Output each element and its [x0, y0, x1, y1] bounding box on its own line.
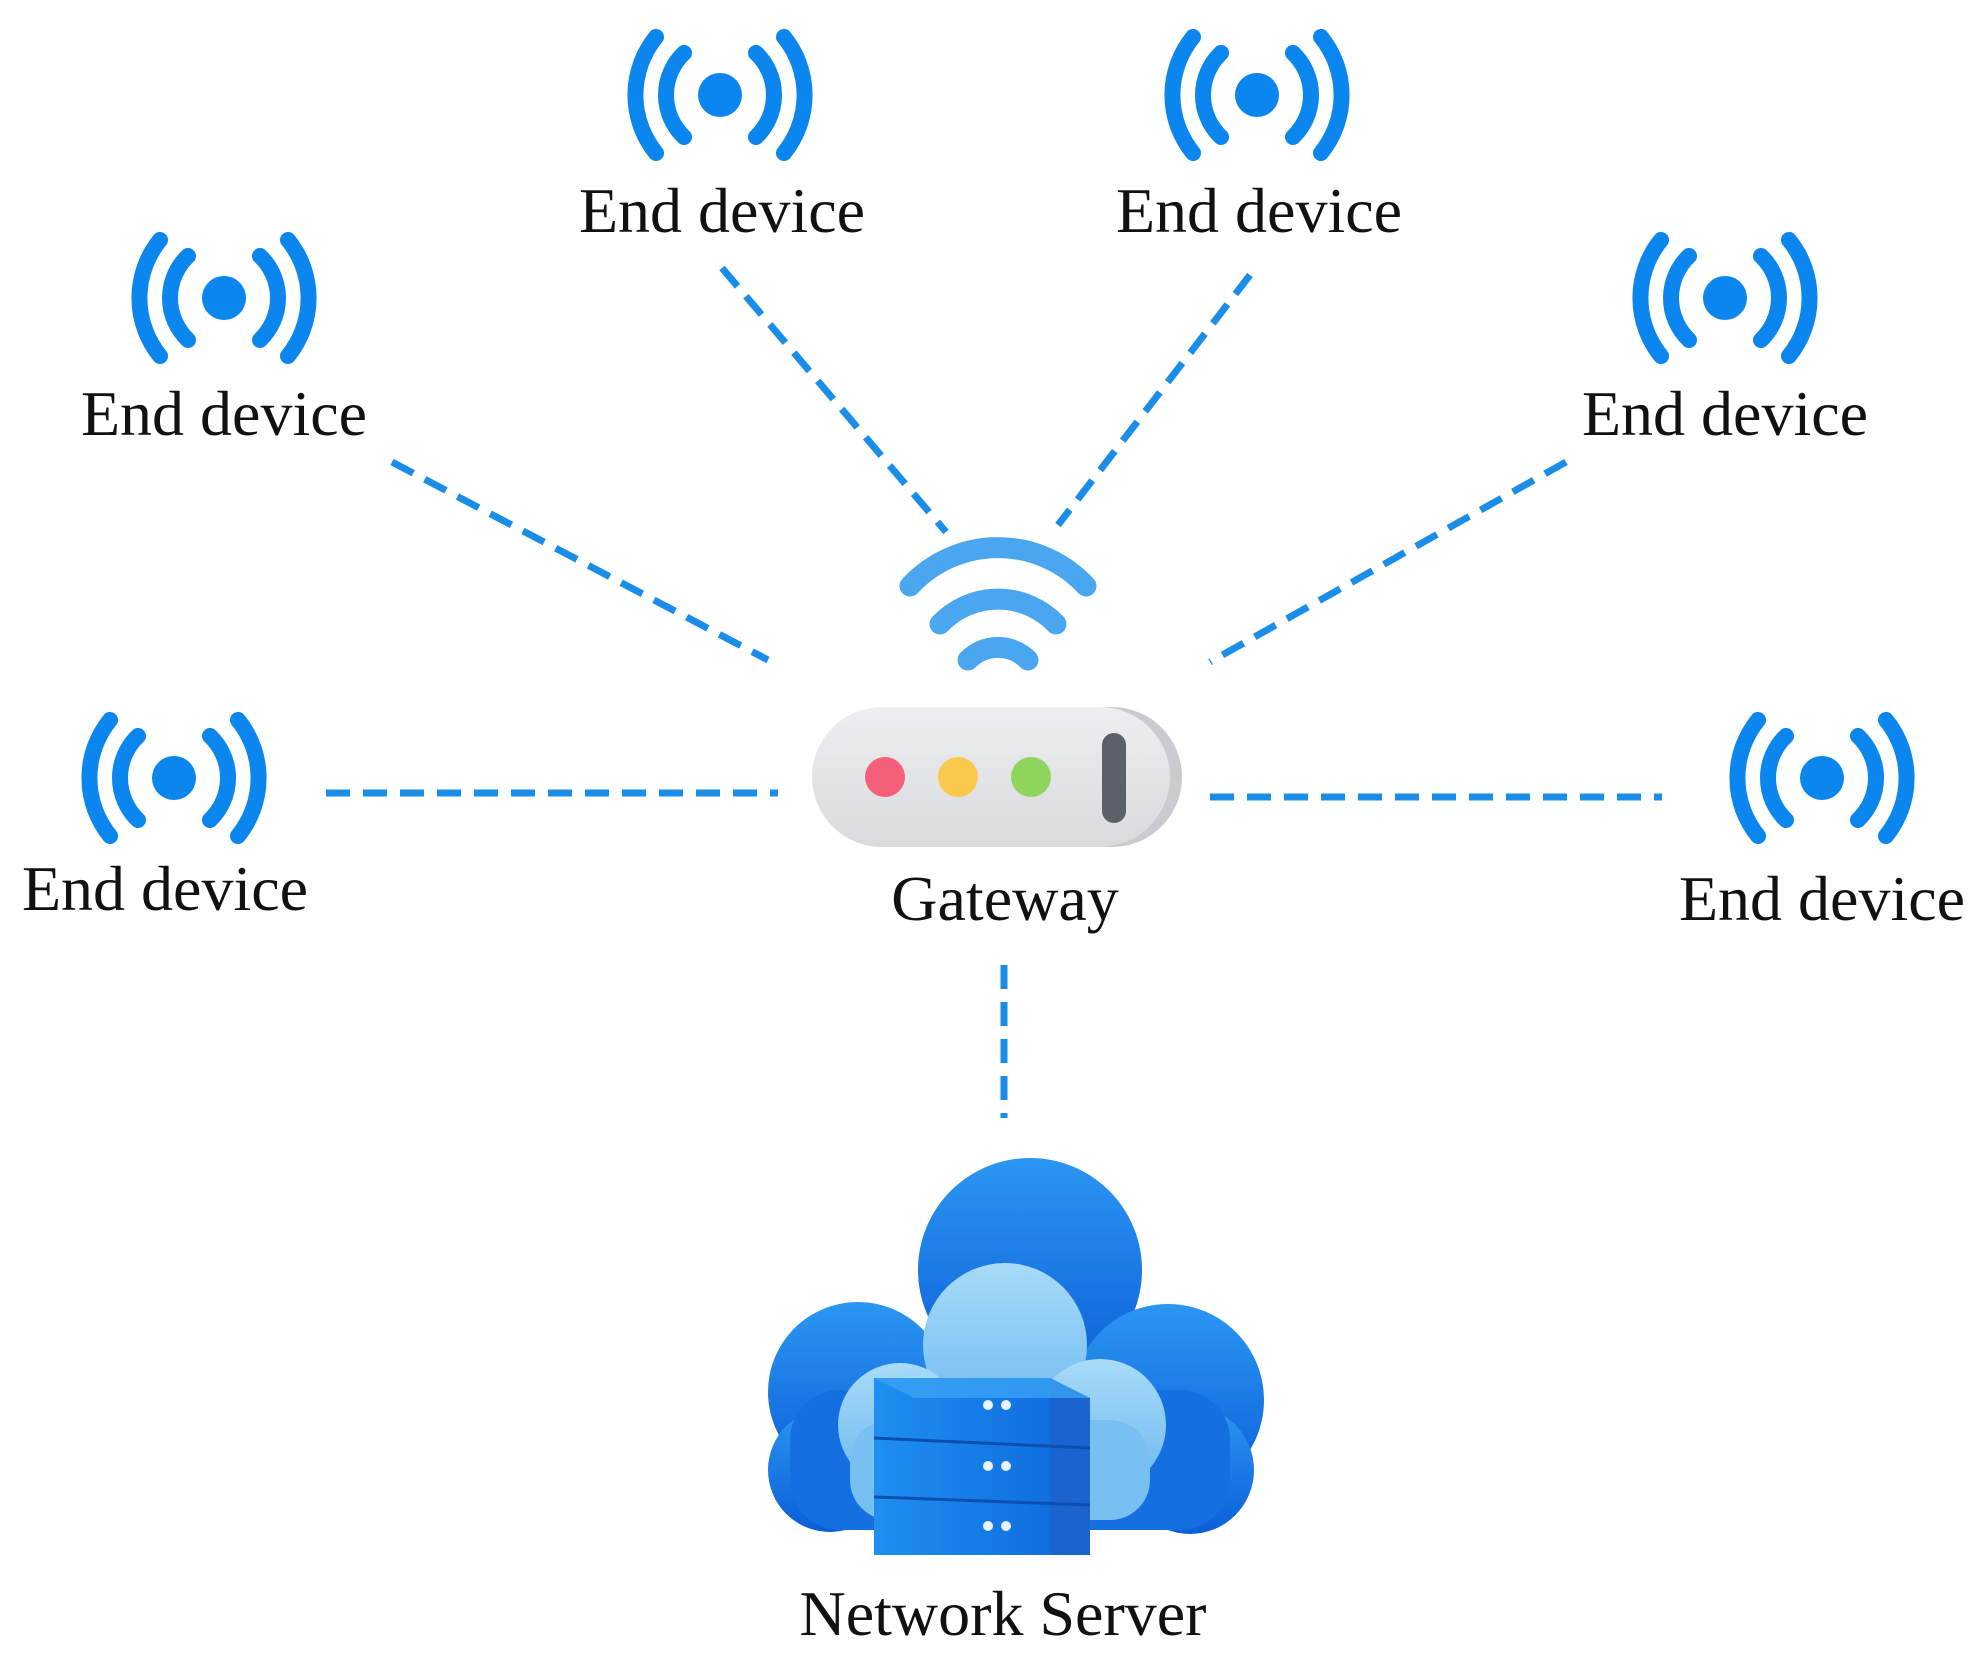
- gateway-label: Gateway: [891, 863, 1118, 934]
- network-server-label: Network Server: [800, 1578, 1207, 1649]
- links: [326, 265, 1662, 1118]
- wifi-signal-icon: [899, 537, 1097, 671]
- end-device-upper-left: End device: [81, 240, 367, 449]
- end-device-label: End device: [22, 853, 308, 924]
- gateway: Gateway: [812, 537, 1182, 934]
- radio-signal-icon: [635, 37, 804, 153]
- radio-signal-icon: [1737, 720, 1906, 836]
- end-device-label: End device: [579, 175, 865, 246]
- end-device-label: End device: [81, 378, 367, 449]
- link-top-left: [719, 265, 949, 535]
- link-upper-right: [1208, 458, 1568, 666]
- status-bar: [1102, 733, 1126, 823]
- end-device-upper-right: End device: [1582, 240, 1868, 449]
- link-upper-left: [390, 458, 770, 664]
- end-device-label: End device: [1679, 863, 1965, 934]
- network-server: Network Server: [768, 1158, 1264, 1649]
- router-gateway-icon: [812, 707, 1182, 847]
- radio-signal-icon: [139, 240, 308, 356]
- end-device-top-left: End device: [579, 37, 865, 246]
- end-device-left: End device: [22, 720, 308, 924]
- radio-signal-icon: [1640, 240, 1809, 356]
- led-yellow: [938, 757, 978, 797]
- end-device-top-right: End device: [1116, 37, 1402, 246]
- radio-signal-icon: [1172, 37, 1341, 153]
- led-green: [1011, 757, 1051, 797]
- end-device-label: End device: [1582, 378, 1868, 449]
- radio-signal-icon: [89, 720, 258, 836]
- end-device-right: End device: [1679, 720, 1965, 934]
- end-device-label: End device: [1116, 175, 1402, 246]
- cloud-server-icon: [768, 1158, 1264, 1555]
- link-top-right: [1055, 272, 1253, 528]
- led-red: [865, 757, 905, 797]
